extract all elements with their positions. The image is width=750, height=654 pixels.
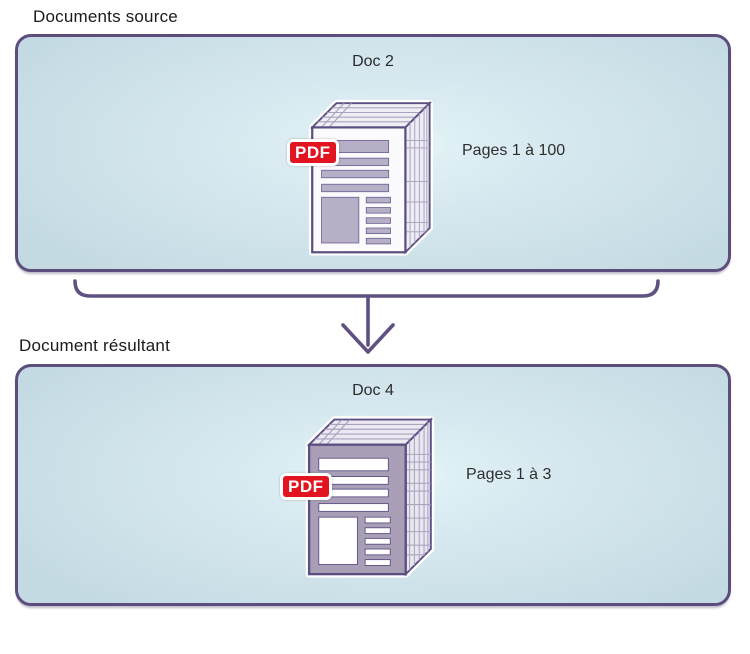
source-section-title: Documents source xyxy=(33,7,178,26)
pdf-document-stack-icon xyxy=(308,99,433,256)
result-pdf-badge: PDF xyxy=(280,473,332,500)
result-pages-label: Pages 1 à 3 xyxy=(466,466,552,483)
merge-down-arrow-icon xyxy=(73,279,660,354)
source-box: Doc 2 xyxy=(15,34,731,272)
source-pages-label: Pages 1 à 100 xyxy=(462,142,566,159)
pdf-document-stack-icon xyxy=(305,416,435,578)
result-box: Doc 4 xyxy=(15,364,731,606)
result-section-title: Document résultant xyxy=(19,336,171,355)
source-doc-label: Doc 2 xyxy=(352,53,394,70)
source-pdf-badge: PDF xyxy=(287,139,339,166)
result-doc-label: Doc 4 xyxy=(352,382,394,399)
